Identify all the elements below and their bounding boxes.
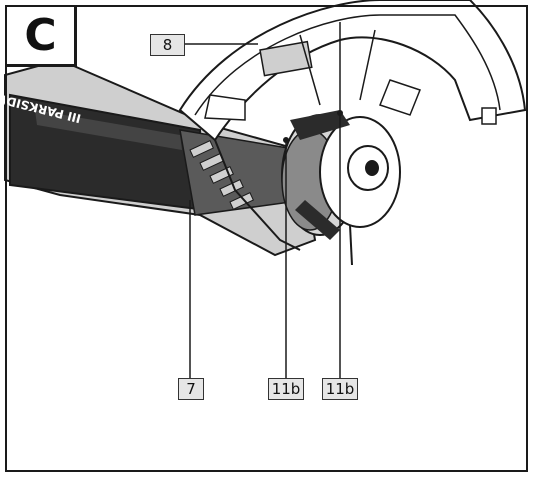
figure-frame (5, 5, 528, 472)
figure-letter: C (5, 5, 77, 67)
leader-lines (185, 22, 343, 378)
callout-11b-left: 11b (268, 378, 304, 400)
callout-11b-right: 11b (322, 378, 358, 400)
safety-guard (178, 0, 527, 251)
trimmer-body: III PARKSIDE (0, 58, 317, 257)
callout-8: 8 (150, 34, 185, 56)
callout-7: 7 (178, 378, 204, 400)
